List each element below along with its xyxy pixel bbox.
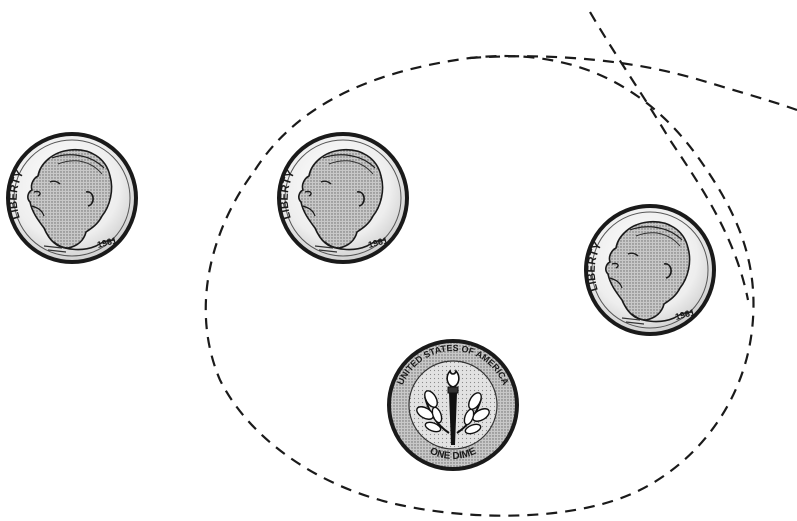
dime-heads-outside: LIBERTY 1961 <box>8 134 136 262</box>
dime-heads-inside-right: LIBERTY 1961 <box>586 206 714 334</box>
torch-and-branches-icon <box>389 341 517 469</box>
dime-heads-inside-left: LIBERTY 1961 <box>279 134 407 262</box>
dime-tails-inside: UNITED STATES OF AMERICA ONE DIME <box>389 341 517 469</box>
